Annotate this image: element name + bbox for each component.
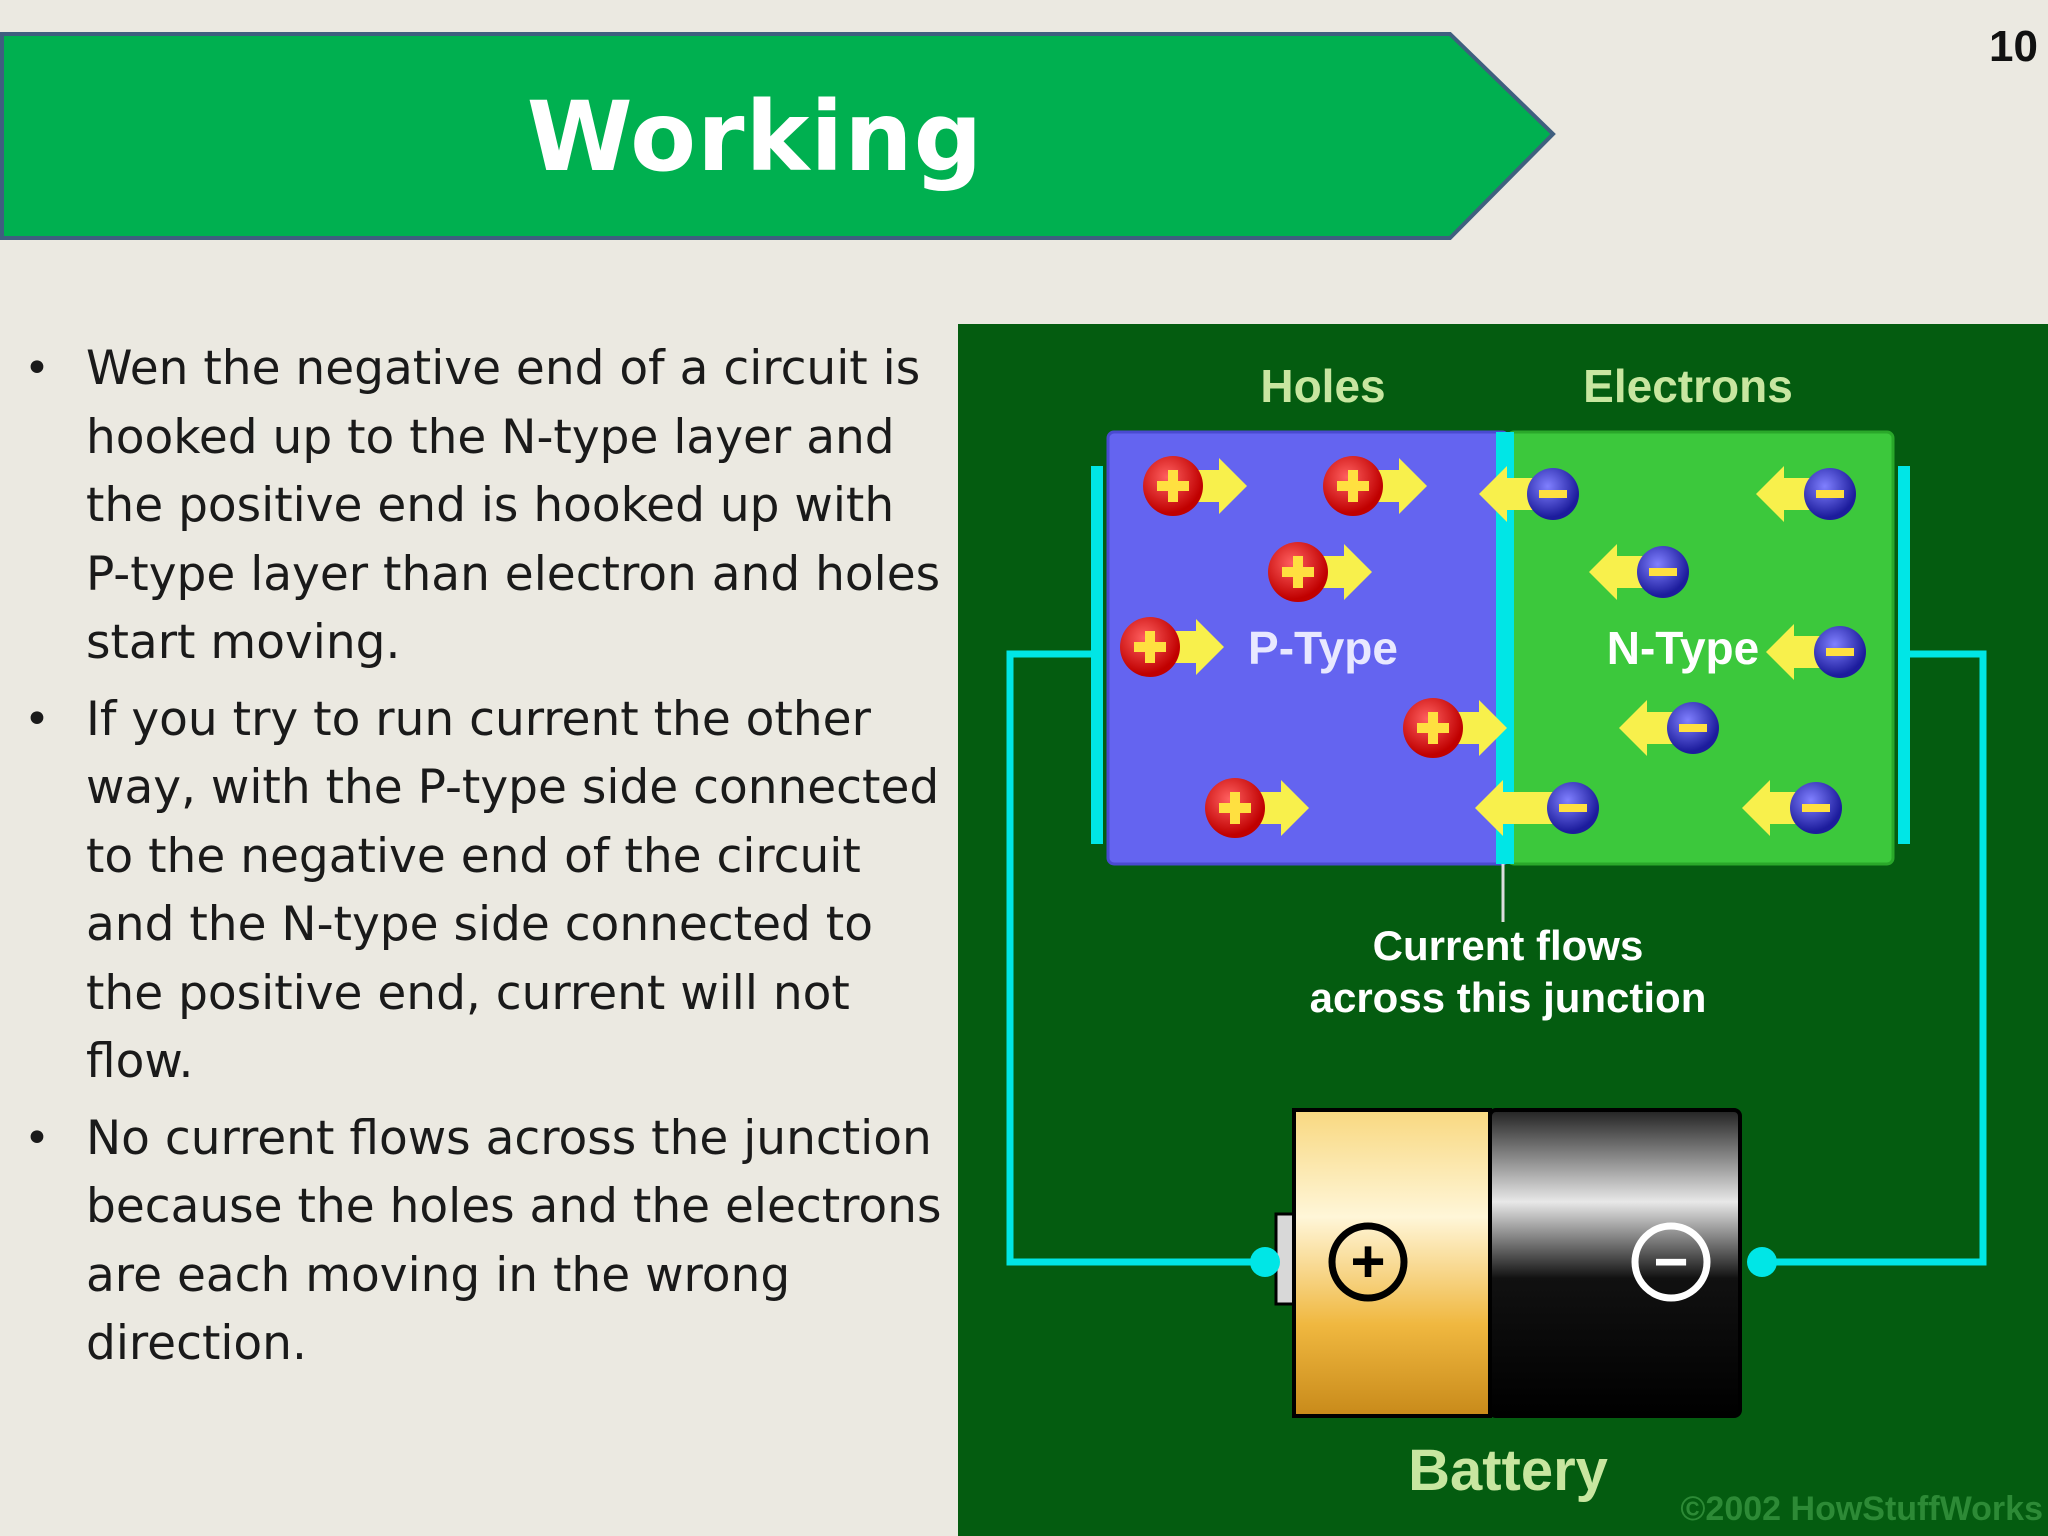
bullet-text: Wen the negative end of a circuit is hoo…: [86, 341, 941, 670]
hole-particles: [1120, 456, 1507, 838]
hole-icon: [1143, 456, 1247, 516]
bullet-item: • If you try to run current the other way…: [20, 686, 950, 1097]
pn-junction-diagram: Holes Electrons P-Type N-Type: [958, 324, 2048, 1536]
hole-icon: [1205, 778, 1309, 838]
bullet-list: • Wen the negative end of a circuit is ho…: [20, 335, 950, 1387]
copyright-text: ©2002 HowStuffWorks: [1680, 1490, 2043, 1528]
electron-icon: [1479, 466, 1579, 522]
hole-icon: [1403, 698, 1507, 758]
bullet-marker: •: [24, 693, 50, 745]
svg-text:+: +: [1350, 1228, 1385, 1295]
hole-icon: [1268, 542, 1372, 602]
electron-icon: [1619, 700, 1719, 756]
bullet-marker: •: [24, 1112, 50, 1164]
banner-arrow-shape: [0, 32, 1556, 240]
holes-label: Holes: [1260, 360, 1385, 412]
slide-title: Working: [526, 81, 984, 193]
junction-caption-line1: Current flows: [1373, 922, 1644, 969]
bullet-item: • No current flows across the junction be…: [20, 1105, 950, 1379]
electron-icon: [1589, 544, 1689, 600]
electron-icon: [1756, 466, 1856, 522]
electron-particles: [1475, 466, 1866, 836]
battery: + −: [1250, 1108, 1777, 1418]
bullet-marker: •: [24, 343, 50, 394]
bullet-text: No current flows across the junction bec…: [86, 1110, 942, 1372]
minus-terminal-icon: −: [1631, 1222, 1711, 1302]
title-banner: Working: [0, 30, 1560, 244]
svg-text:−: −: [1653, 1228, 1688, 1295]
p-type-label: P-Type: [1248, 622, 1398, 674]
junction-line: [1496, 432, 1514, 864]
electron-icon: [1766, 624, 1866, 680]
battery-label: Battery: [1408, 1438, 1608, 1503]
electron-icon: [1742, 780, 1842, 836]
diagram-svg: Holes Electrons P-Type N-Type: [958, 324, 2048, 1536]
plus-terminal-icon: +: [1328, 1222, 1408, 1302]
electron-icon: [1475, 780, 1599, 836]
hole-icon: [1120, 617, 1224, 677]
bullet-item: • Wen the negative end of a circuit is ho…: [20, 335, 950, 678]
hole-icon: [1323, 456, 1427, 516]
junction-caption-line2: across this junction: [1310, 974, 1707, 1021]
n-type-label: N-Type: [1607, 622, 1760, 674]
bullet-text: If you try to run current the other way,…: [86, 691, 940, 1090]
electrons-label: Electrons: [1583, 360, 1793, 412]
page-number: 10: [1989, 22, 2038, 71]
circuit-wire: [1006, 650, 1987, 1266]
n-contact-plate: [1898, 466, 1910, 844]
p-contact-plate: [1091, 466, 1103, 844]
